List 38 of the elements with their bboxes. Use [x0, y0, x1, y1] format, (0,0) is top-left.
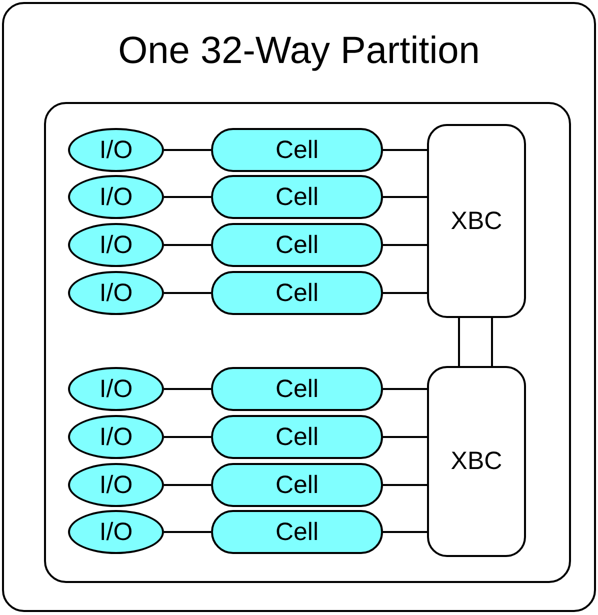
cell-box: Cell — [211, 128, 383, 172]
connector-line — [164, 436, 211, 438]
xbc-box: XBC — [427, 366, 526, 557]
connector-line — [383, 388, 427, 390]
connector-line — [458, 318, 460, 366]
io-ellipse: I/O — [68, 463, 164, 507]
io-ellipse: I/O — [68, 223, 164, 267]
cell-box: Cell — [211, 271, 383, 315]
connector-line — [164, 531, 211, 533]
connector-line — [491, 318, 493, 366]
io-ellipse: I/O — [68, 367, 164, 411]
connector-line — [383, 484, 427, 486]
cell-box: Cell — [211, 463, 383, 507]
io-ellipse: I/O — [68, 175, 164, 219]
connector-line — [383, 436, 427, 438]
xbc-box: XBC — [427, 124, 526, 318]
connector-line — [164, 244, 211, 246]
io-ellipse: I/O — [68, 271, 164, 315]
connector-line — [383, 196, 427, 198]
cell-box: Cell — [211, 175, 383, 219]
connector-line — [383, 531, 427, 533]
partition-label: One 32-Way Partition — [117, 29, 481, 74]
connector-line — [164, 292, 211, 294]
io-ellipse: I/O — [68, 415, 164, 459]
io-ellipse: I/O — [68, 128, 164, 172]
io-ellipse: I/O — [68, 510, 164, 554]
connector-line — [383, 292, 427, 294]
connector-line — [164, 149, 211, 151]
connector-line — [164, 484, 211, 486]
cell-box: Cell — [211, 415, 383, 459]
connector-line — [164, 388, 211, 390]
inner-frame — [44, 102, 571, 583]
connector-line — [383, 149, 427, 151]
cell-box: Cell — [211, 367, 383, 411]
connector-line — [383, 244, 427, 246]
cell-box: Cell — [211, 510, 383, 554]
connector-line — [164, 196, 211, 198]
cell-box: Cell — [211, 223, 383, 267]
